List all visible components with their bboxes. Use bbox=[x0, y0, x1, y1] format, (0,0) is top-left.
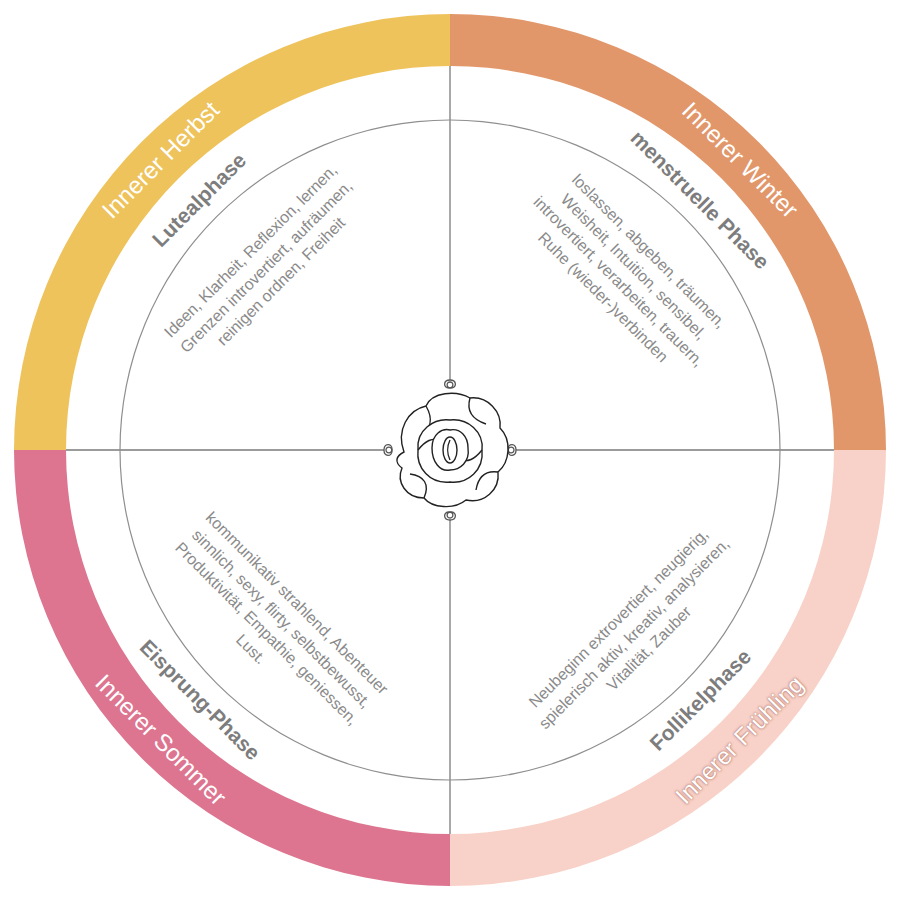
rose-illustration bbox=[397, 393, 508, 506]
scroll-ornament bbox=[445, 380, 453, 388]
scroll-ornament bbox=[447, 512, 455, 520]
axis-line bbox=[449, 520, 450, 886]
scroll-ornament bbox=[384, 447, 392, 455]
season-quadrant: Innerer HerbstLutealphaseIdeen, Klarheit… bbox=[14, 14, 450, 450]
season-ring bbox=[450, 14, 886, 450]
petal-fold bbox=[410, 474, 426, 498]
axis-line bbox=[516, 449, 886, 450]
season-ring bbox=[14, 14, 450, 450]
axis-line bbox=[14, 449, 384, 450]
rose-heart-line bbox=[448, 440, 450, 460]
quadrant-outline bbox=[450, 14, 886, 450]
scroll-ornament bbox=[384, 445, 392, 453]
quadrant-outline bbox=[14, 450, 450, 886]
petal-fold bbox=[476, 472, 498, 490]
scroll-ornaments bbox=[384, 380, 516, 520]
season-ring bbox=[450, 450, 886, 886]
scroll-ornament bbox=[508, 445, 516, 453]
rose-heart bbox=[443, 437, 457, 463]
scroll-ornament bbox=[445, 512, 453, 520]
keyword-list: kommunikativ strahlend, Abenteuer sinnli… bbox=[148, 500, 400, 752]
axis-lines bbox=[14, 14, 886, 886]
keyword-list: loslassen, abgeben, träumen, Weisheit, I… bbox=[500, 148, 752, 400]
season-quadrant: Innerer SommerEisprung-Phasekommunikativ… bbox=[14, 450, 450, 886]
keyword-list: Neubeginn extrovertiert, neugierig, spie… bbox=[515, 515, 752, 752]
keyword-list: Ideen, Klarheit, Reflexion, lernen, Gren… bbox=[148, 148, 385, 385]
season-quadrant: Innerer Wintermenstruelle Phaseloslassen… bbox=[450, 14, 886, 450]
rose-middle bbox=[418, 420, 482, 482]
season-ring bbox=[14, 450, 450, 886]
scroll-ornament bbox=[508, 447, 516, 455]
rose-petals bbox=[397, 393, 508, 506]
season-quadrant: Innerer FrühlingFollikelphaseNeubeginn e… bbox=[450, 450, 886, 886]
quadrant-outline bbox=[450, 450, 886, 886]
rose-inner bbox=[432, 430, 468, 471]
axis-line bbox=[449, 14, 450, 380]
petal-fold bbox=[469, 398, 486, 424]
quadrant-outline bbox=[14, 14, 450, 450]
scroll-ornament bbox=[447, 380, 455, 388]
season-label: Innerer Sommer bbox=[89, 669, 231, 811]
